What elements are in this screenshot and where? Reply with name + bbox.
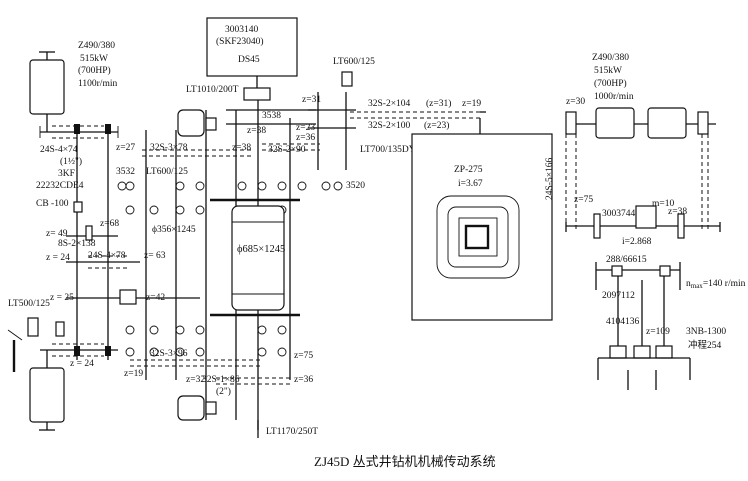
chain-32s-2x90-label: 32S-2×90: [268, 145, 306, 155]
ratio-label: i=3.67: [458, 179, 483, 189]
z19b-label: z=19: [124, 369, 143, 379]
right-engine-spec: Z490/380 515kW (700HP) 1000r/min: [592, 53, 634, 102]
label-3kf: 3KF: [58, 169, 75, 179]
rotary-table-zp275: ZP-275 i=3.67: [411, 118, 553, 321]
lt700-label: LT700/135DY: [360, 145, 416, 155]
chain-32s-1x86-label: 32S-1×86: [202, 375, 240, 385]
pump-gear-shaft: 3003744 m=10 z=38 i=2.868: [565, 199, 721, 247]
b3003744-label: 3003744: [602, 209, 636, 219]
pump-stroke-label: 冲程254: [688, 339, 722, 351]
chain-24s-4x74-label: 24S-4×74: [40, 145, 78, 155]
left-top-engine: [29, 51, 65, 132]
chain-24s-4x78-label: 24S-4×78: [88, 251, 126, 261]
right-engines: z=30: [565, 97, 716, 139]
z75a-label: z=75: [294, 351, 313, 361]
left-bottom-engine: [29, 350, 65, 431]
m10-label: m=10: [652, 199, 674, 209]
top-box-bearing: (SKF23040): [216, 36, 264, 47]
drum-685-label: ϕ685×1245: [237, 244, 285, 255]
left-engine-power: 515kW: [80, 54, 108, 64]
chain-8s-2x138-label: 8S-2×138: [58, 239, 96, 249]
left-cross-shafts: z= 49 8S-2×138 z=68 z = 24 24S-4×78 z= 6…: [46, 201, 200, 305]
z27-label: z=27: [116, 143, 135, 153]
label-cb100: CB -100: [36, 199, 69, 209]
main-drum: ϕ685×1245 ϕ356×1245: [152, 198, 300, 317]
nmax-value: =140 r/min: [703, 279, 746, 289]
b3532-label: 3532: [116, 167, 135, 177]
chain-24s-4x74: 24S-4×74 (1½") 3KF 22232CDE4 CB -100: [36, 125, 119, 209]
top-box-ds45: 3003140 (SKF23040) DS45: [206, 17, 298, 101]
top-box-code: 3003140: [225, 25, 259, 35]
b3520-label: 3520: [346, 181, 365, 191]
z42-label: z=42: [146, 293, 165, 303]
rotary-drive: LT600/125 32S-2×104 32S-2×100 (z=31) (z=…: [308, 57, 486, 191]
nmax-n: n: [686, 279, 691, 289]
z38c-label: z=38: [668, 207, 687, 217]
z63-label: z= 63: [144, 251, 166, 261]
chain-24s-5x166-label: 24S-5×166: [545, 157, 555, 200]
z68-label: z=68: [100, 219, 119, 229]
z36a-label: z=36: [296, 133, 315, 143]
z23b-label: (z=23): [424, 120, 449, 131]
bearing-circles: [117, 181, 307, 357]
lt600b-label: LT600/125: [333, 57, 375, 67]
chain-bottom-left: z = 24: [40, 343, 118, 369]
left-engine-model: Z490/380: [78, 41, 115, 51]
drum-356-label: ϕ356×1245: [152, 225, 196, 235]
chain-24s-4x74-sub: (1½"): [60, 156, 82, 167]
pump-name-label: 3NB-1300: [686, 327, 726, 337]
z31b-label: (z=31): [426, 98, 451, 109]
top-drum-clutch: 3538 z=38: [177, 109, 281, 137]
top-chains: z=27 32S-3×78 z=38 z=36 z=23 32S-2×90 z=…: [116, 95, 321, 157]
b288-label: 288/66615: [606, 255, 647, 265]
chain-32s-2x100-label: 32S-2×100: [368, 121, 411, 131]
z109-label: z=109: [646, 327, 670, 337]
z19a-label: z=19: [462, 99, 481, 109]
z32-label: z=32: [186, 375, 205, 385]
z24-bottom-label: z = 24: [70, 359, 94, 369]
chain-32s-3x78-label: 32S-3×78: [150, 143, 188, 153]
z25-label: z = 25: [50, 293, 74, 303]
z30-label: z=30: [566, 97, 585, 107]
z49-label: z= 49: [46, 229, 68, 239]
lt600a-label: LT600/125: [146, 167, 188, 177]
chain-32s-2x104-label: 32S-2×104: [368, 99, 411, 109]
bottom-drum-clutch: LT1170/250T: [177, 395, 318, 438]
z38a-label: z=38: [247, 126, 266, 136]
z24-top-label: z = 24: [46, 253, 70, 263]
nmax-sub: max: [691, 282, 704, 290]
right-engine-power: 515kW: [594, 66, 622, 76]
nmax-label: nmax=140 r/min: [686, 279, 746, 290]
z75b-label: z=75: [574, 195, 593, 205]
zp275-label: ZP-275: [454, 165, 483, 175]
z38b-label: z=38: [232, 143, 251, 153]
pump-chain-24s-5x166: 24S-5×166 z=75: [545, 134, 709, 230]
i2868-label: i=2.868: [622, 237, 652, 247]
left-main-shaft: [74, 124, 111, 360]
label-22232cde4: 22232CDE4: [36, 181, 84, 191]
chain-32s-1x86-sub: (2"): [216, 386, 231, 397]
chain-32s-3x96-label: 32S-3×96: [150, 349, 188, 359]
lt500-coupling: LT500/125: [7, 299, 65, 372]
pump-cylinders: 4104136 z=109 3NB-1300 冲程254: [597, 276, 726, 390]
b3538-label: 3538: [262, 111, 281, 121]
top-box-name: DS45: [238, 55, 260, 65]
lt1010-label: LT1010/200T: [186, 85, 239, 95]
z23-label: z=23: [296, 123, 315, 133]
b4104136-label: 4104136: [606, 317, 640, 327]
right-engine-hp: (700HP): [594, 78, 627, 89]
z36b-label: z=36: [294, 375, 313, 385]
left-top-engine-spec: Z490/380 515kW (700HP) 1100r/min: [78, 41, 117, 89]
right-engine-speed: 1000r/min: [594, 92, 634, 102]
z31a-label: z=31: [302, 95, 321, 105]
diagram-caption: ZJ45D 丛式井钻机机械传动系统: [314, 454, 496, 469]
right-engine-model: Z490/380: [592, 53, 629, 63]
lt1170-label: LT1170/250T: [266, 427, 318, 437]
left-engine-hp: (700HP): [78, 65, 111, 76]
left-engine-speed: 1100r/min: [78, 79, 117, 89]
bottom-chains: 32S-3×96 z=19 z=32 32S-1×86 (2") z=75 z=…: [124, 349, 313, 397]
lt500-label: LT500/125: [8, 299, 50, 309]
